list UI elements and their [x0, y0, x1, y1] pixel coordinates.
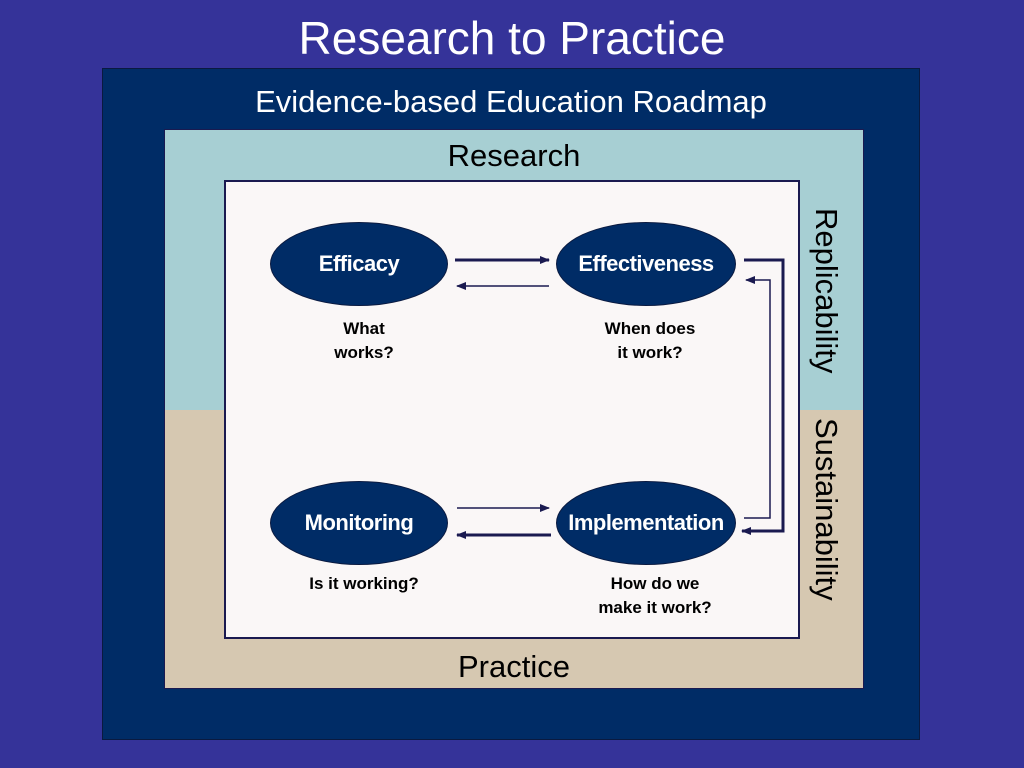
effectiveness-question-line1: When does — [604, 319, 696, 338]
effectiveness-question-line2: it work? — [617, 343, 683, 362]
monitoring-label: Monitoring — [304, 510, 414, 535]
efficacy-question: What works? — [294, 317, 434, 365]
slide-title: Research to Practice — [298, 12, 726, 64]
implementation-node: Implementation — [556, 481, 736, 565]
efficacy-question-line1: What — [343, 319, 385, 338]
arrow-implementation-to-effectiveness — [744, 276, 771, 519]
implementation-question-line2: make it work? — [598, 598, 712, 617]
monitoring-question-line1: Is it working? — [309, 574, 419, 593]
research-label: Research — [447, 138, 581, 173]
efficacy-question-line2: works? — [334, 343, 394, 362]
arrow-effectiveness-to-implementation — [741, 258, 785, 535]
efficacy-label: Efficacy — [318, 251, 400, 276]
roadmap-title: Evidence-based Education Roadmap — [255, 84, 767, 119]
implementation-question-line1: How do we — [610, 574, 700, 593]
effectiveness-node: Effectiveness — [556, 222, 736, 306]
practice-label: Practice — [458, 649, 570, 684]
efficacy-node: Efficacy — [270, 222, 448, 306]
band-border — [164, 129, 864, 689]
implementation-question: How do we make it work? — [570, 572, 740, 620]
effectiveness-label: Effectiveness — [578, 251, 714, 276]
implementation-label: Implementation — [568, 510, 724, 535]
monitoring-question: Is it working? — [274, 572, 454, 596]
monitoring-node: Monitoring — [270, 481, 448, 565]
effectiveness-question: When does it work? — [570, 317, 730, 365]
